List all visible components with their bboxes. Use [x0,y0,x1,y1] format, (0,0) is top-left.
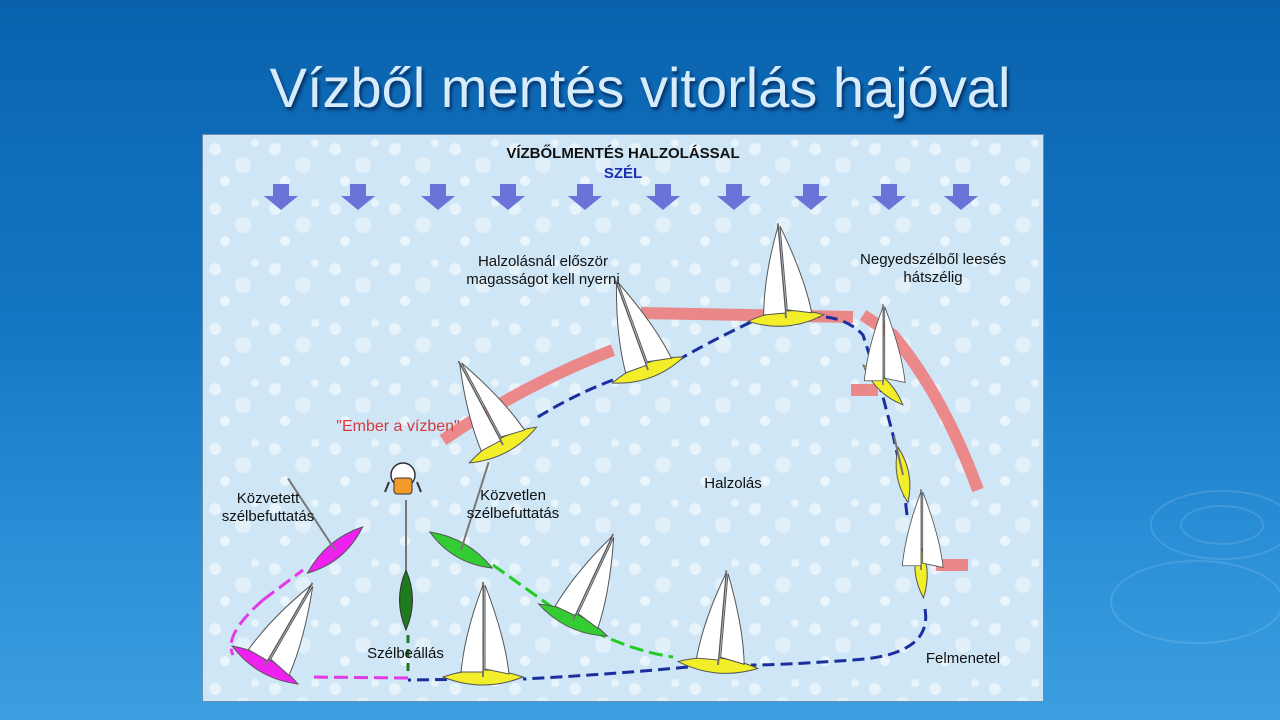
sailboat-icon [428,461,494,569]
person-in-water-icon [384,462,422,495]
sailboat-icon [593,270,685,384]
sailboat-icon [537,523,638,637]
label-kozvetlen: Közvetlen szélbefuttatás [466,487,560,522]
sailboat-icon [862,303,906,406]
sailboat-icon [287,477,364,574]
label-felmenetel: Felmenetel [925,650,1001,667]
diagram-panel: VÍZBŐLMENTÉS HALZOLÁSSAL SZÉL Halzolásná… [202,134,1044,702]
sailboat-icon [746,220,826,327]
sailboat-icon [399,500,413,632]
label-kozvetett: Közvetett szélbefuttatás [221,490,315,525]
diagram-graphic [203,135,1043,701]
diagram-title: VÍZBŐLMENTÉS HALZOLÁSSAL [506,145,740,162]
sailboat-icon [676,567,760,674]
sailboat-icon [441,581,525,686]
sailboats [230,220,944,686]
label-szelbeallas: Szélbeállás [367,645,444,662]
label-negyedszel: Negyedszélből leesés hátszélig [860,251,1006,286]
label-ember-a-vizben: "Ember a vízben" [336,418,460,435]
sailboat-icon [901,488,944,600]
sailboat-icon [437,347,538,464]
sailboat-icon [893,435,911,504]
sailboat-icon [230,570,337,685]
slide-title: Vízből mentés vitorlás hajóval [269,56,1011,119]
label-halzolas: Halzolás [704,475,762,492]
label-halzolas-note: Halzolásnál először magasságot kell nyer… [466,253,620,288]
highlight-bands [439,307,984,571]
wind-label: SZÉL [603,165,643,182]
